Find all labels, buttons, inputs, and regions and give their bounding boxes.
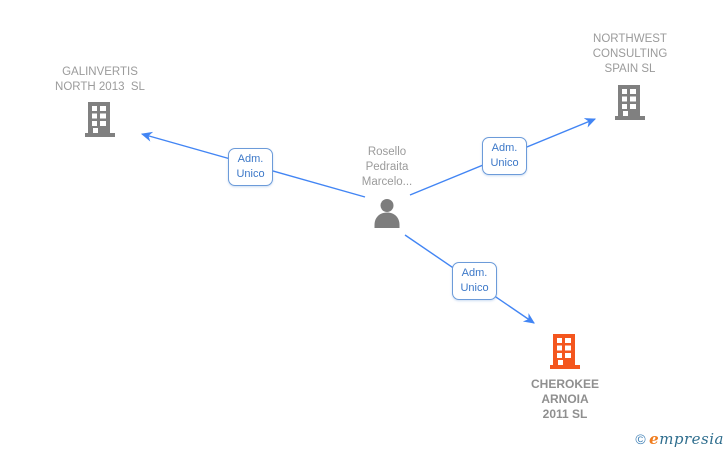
building-icon [85, 102, 115, 142]
company-name: NORTHWEST CONSULTING SPAIN SL [592, 33, 668, 75]
person-name: Rosello Pedraita Marcelo... [361, 146, 413, 188]
company-node-cherokee[interactable]: CHEROKEE ARNOIA 2011 SL [495, 334, 635, 422]
company-node-galinvertis[interactable]: GALINVERTIS NORTH 2013 SL [30, 65, 170, 142]
company-name: CHEROKEE ARNOIA 2011 SL [530, 377, 599, 421]
edge-label-adm-unico-right: Adm. Unico [482, 137, 527, 175]
brand-initial: e [649, 430, 660, 448]
building-icon [615, 85, 645, 125]
edge-label-adm-unico-left: Adm. Unico [228, 148, 273, 186]
edge-label-adm-unico-bottom: Adm. Unico [452, 262, 497, 300]
building-icon-highlighted [550, 334, 580, 374]
person-node-rosello[interactable]: Rosello Pedraita Marcelo... [317, 145, 457, 233]
brand-name: mpresia [659, 430, 724, 448]
company-node-northwest[interactable]: NORTHWEST CONSULTING SPAIN SL [560, 32, 700, 125]
empresia-logo[interactable]: ©empresia [635, 430, 724, 448]
copyright-icon: © [635, 431, 647, 447]
person-icon [373, 198, 401, 233]
company-name: GALINVERTIS NORTH 2013 SL [55, 66, 145, 93]
